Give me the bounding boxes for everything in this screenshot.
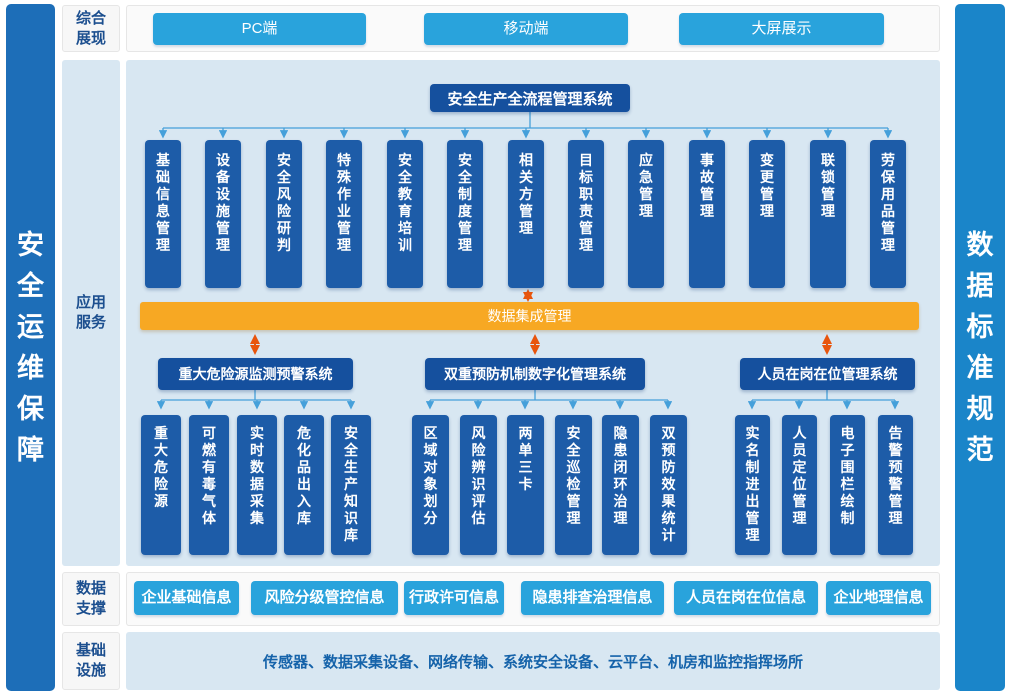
data-support-row: 企业基础信息 风险分级管控信息 行政许可信息 隐患排查治理信息 人员在岗在位信息… [126, 572, 940, 626]
infrastructure-row: 传感器、数据采集设备、网络传输、系统安全设备、云平台、机房和监控指挥场所 [126, 632, 940, 690]
display-row: PC端 移动端 大屏展示 [126, 5, 940, 52]
data-chip-enterprise-basic[interactable]: 企业基础信息 [134, 581, 239, 615]
subsystem-child-box: 电子围栏绘制 [830, 415, 865, 555]
module-box: 设备设施管理 [205, 140, 241, 288]
app-row-label: 应用服务 [62, 60, 120, 566]
big-screen-button[interactable]: 大屏展示 [679, 13, 884, 45]
data-chip-hidden-danger[interactable]: 隐患排查治理信息 [521, 581, 664, 615]
subsystem-child-box: 安全巡检管理 [555, 415, 592, 555]
infra-row-label: 基础设施 [62, 632, 120, 690]
subsystem-child-box: 告警预警管理 [878, 415, 913, 555]
module-box: 安全教育培训 [387, 140, 423, 288]
subsystem-title-personnel: 人员在岗在位管理系统 [740, 358, 915, 390]
system-title-box: 安全生产全流程管理系统 [430, 84, 630, 112]
subsystem-child-box: 可燃有毒气体 [189, 415, 229, 555]
subsystem-child-box: 危化品出入库 [284, 415, 324, 555]
data-chip-risk-grading[interactable]: 风险分级管控信息 [251, 581, 398, 615]
application-services-panel: 安全生产全流程管理系统 基础信息管理 设备设施管理 安全风险研判 特殊作业管理 … [126, 60, 940, 566]
subsystem-child-box: 安全生产知识库 [331, 415, 371, 555]
right-pillar-label: 数据标准规范 [966, 229, 994, 465]
mobile-terminal-button[interactable]: 移动端 [424, 13, 628, 45]
subsystem-title-prevention: 双重预防机制数字化管理系统 [425, 358, 645, 390]
module-box: 应急管理 [628, 140, 664, 288]
subsystem-child-box: 风险辨识评估 [460, 415, 497, 555]
module-box: 联锁管理 [810, 140, 846, 288]
subsystem-child-box: 隐患闭环治理 [602, 415, 639, 555]
data-integration-bar: 数据集成管理 [140, 302, 919, 330]
module-box: 相关方管理 [508, 140, 544, 288]
module-box: 劳保用品管理 [870, 140, 906, 288]
subsystem-child-box: 人员定位管理 [782, 415, 817, 555]
subsystem-child-box: 重大危险源 [141, 415, 181, 555]
subsystem-child-box: 双预防效果统计 [650, 415, 687, 555]
module-box: 事故管理 [689, 140, 725, 288]
display-row-label: 综合展现 [62, 5, 120, 52]
subsystem-child-box: 区域对象划分 [412, 415, 449, 555]
module-box: 基础信息管理 [145, 140, 181, 288]
subsystem-child-box: 实时数据采集 [237, 415, 277, 555]
subsystem-child-box: 实名制进出管理 [735, 415, 770, 555]
data-chip-personnel-on-duty[interactable]: 人员在岗在位信息 [674, 581, 818, 615]
module-box: 安全风险研判 [266, 140, 302, 288]
data-chip-enterprise-geo[interactable]: 企业地理信息 [826, 581, 931, 615]
data-row-label: 数据支撑 [62, 572, 120, 626]
module-box: 特殊作业管理 [326, 140, 362, 288]
data-chip-admin-license[interactable]: 行政许可信息 [404, 581, 504, 615]
right-pillar: 数据标准规范 [955, 4, 1005, 691]
infrastructure-content: 传感器、数据采集设备、网络传输、系统安全设备、云平台、机房和监控指挥场所 [262, 653, 803, 671]
module-box: 安全制度管理 [447, 140, 483, 288]
module-box: 变更管理 [749, 140, 785, 288]
subsystem-title-hazard: 重大危险源监测预警系统 [158, 358, 353, 390]
module-box: 目标职责管理 [568, 140, 604, 288]
left-pillar: 安全运维保障 [6, 4, 55, 691]
left-pillar-label: 安全运维保障 [17, 229, 44, 465]
subsystem-child-box: 两单三卡 [507, 415, 544, 555]
pc-terminal-button[interactable]: PC端 [153, 13, 366, 45]
